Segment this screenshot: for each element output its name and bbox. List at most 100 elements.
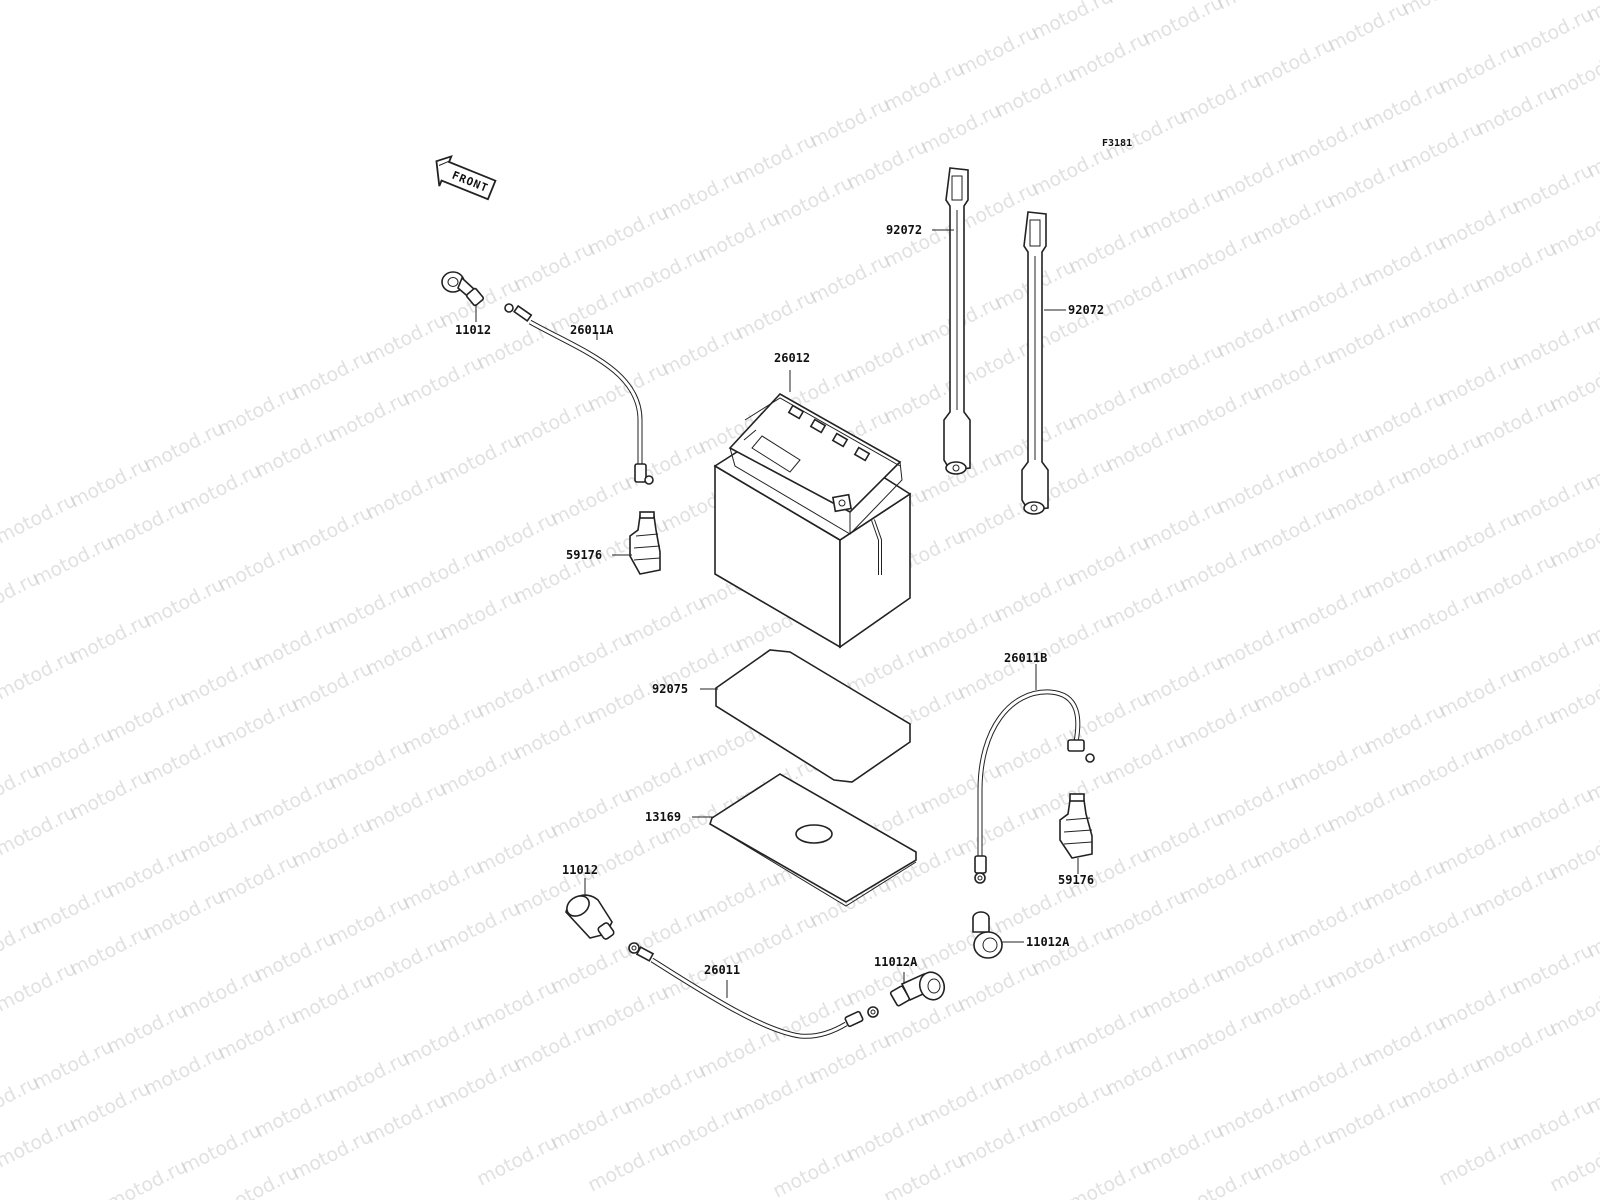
watermark-text: motod.ru bbox=[1287, 891, 1375, 950]
watermark-text: motod.ru bbox=[1435, 195, 1523, 254]
watermark-text: motod.ru bbox=[1361, 75, 1449, 134]
watermark-text: motod.ru bbox=[547, 939, 635, 998]
watermark-text: motod.ru bbox=[510, 705, 598, 764]
battery-band-2 bbox=[1021, 211, 1066, 515]
watermark-text: motod.ru bbox=[66, 453, 154, 512]
watermark-text: motod.ru bbox=[251, 771, 339, 830]
watermark-text: motod.ru bbox=[399, 855, 487, 914]
watermark-text: motod.ru bbox=[621, 243, 709, 302]
watermark-text: motod.ru bbox=[66, 609, 154, 668]
watermark-text: motod.ru bbox=[29, 1035, 117, 1094]
watermark-text: motod.ru bbox=[1361, 543, 1449, 602]
watermark-text: motod.ru bbox=[1361, 699, 1449, 758]
watermark-text: motod.ru bbox=[288, 1125, 376, 1184]
part-label-26011b: 26011B bbox=[1004, 651, 1047, 665]
watermark-text: motod.ru bbox=[584, 201, 672, 260]
watermark-text: motod.ru bbox=[1287, 735, 1375, 794]
watermark-text: motod.ru bbox=[732, 129, 820, 188]
watermark-text: motod.ru bbox=[29, 879, 117, 938]
watermark-text: motod.ru bbox=[1324, 0, 1412, 56]
part-label-92072-2: 92072 bbox=[1068, 303, 1104, 317]
watermark-text: motod.ru bbox=[1176, 225, 1264, 284]
battery-terminal-cover-top bbox=[441, 271, 485, 322]
watermark-text: motod.ru bbox=[1324, 465, 1412, 524]
watermark-text: motod.ru bbox=[1213, 615, 1301, 674]
watermark-text: motod.ru bbox=[177, 807, 265, 866]
watermark-text: motod.ru bbox=[362, 1089, 450, 1148]
watermark-text: motod.ru bbox=[1065, 999, 1153, 1058]
part-label-26011: 26011 bbox=[704, 963, 740, 977]
watermark-text: motod.ru bbox=[1398, 1053, 1486, 1112]
battery-cable-26011 bbox=[628, 942, 879, 1039]
watermark-text: motod.ru bbox=[954, 1113, 1042, 1172]
watermark-text: motod.ru bbox=[1139, 183, 1227, 242]
watermark-text: motod.ru bbox=[1398, 273, 1486, 332]
watermark-text: motod.ru bbox=[140, 573, 228, 632]
watermark-text: motod.ru bbox=[1398, 585, 1486, 644]
watermark-text: motod.ru bbox=[1546, 981, 1600, 1040]
watermark-text: motod.ru bbox=[1065, 531, 1153, 590]
watermark-text: motod.ru bbox=[29, 723, 117, 782]
battery-case-mat bbox=[692, 773, 917, 907]
watermark-text: motod.ru bbox=[1287, 267, 1375, 326]
watermark-text: motod.ru bbox=[1028, 1077, 1116, 1136]
watermark-text: motod.ru bbox=[917, 1071, 1005, 1130]
watermark-text: motod.ru bbox=[288, 657, 376, 716]
watermark-text: motod.ru bbox=[1139, 495, 1227, 554]
watermark-text: motod.ru bbox=[769, 1143, 857, 1200]
watermark-text: motod.ru bbox=[362, 777, 450, 836]
watermark-text: motod.ru bbox=[436, 429, 524, 488]
watermark-text: motod.ru bbox=[1213, 0, 1301, 14]
watermark-text: motod.ru bbox=[1287, 579, 1375, 638]
watermark-text: motod.ru bbox=[1472, 81, 1560, 140]
watermark-text: motod.ru bbox=[1102, 885, 1190, 944]
watermark-text: motod.ru bbox=[288, 813, 376, 872]
watermark-text: motod.ru bbox=[325, 735, 413, 794]
watermark-text: motod.ru bbox=[399, 1011, 487, 1070]
watermark-text: motod.ru bbox=[1065, 27, 1153, 86]
watermark-text: motod.ru bbox=[547, 627, 635, 686]
watermark-text: motod.ru bbox=[1435, 1131, 1523, 1190]
watermark-text: motod.ru bbox=[1139, 1119, 1227, 1178]
watermark-text: motod.ru bbox=[1250, 33, 1338, 92]
watermark-text: motod.ru bbox=[66, 765, 154, 824]
watermark-text: motod.ru bbox=[177, 651, 265, 710]
watermark-text: motod.ru bbox=[695, 1023, 783, 1082]
watermark-text: motod.ru bbox=[288, 345, 376, 404]
watermark-text: motod.ru bbox=[1213, 1083, 1301, 1142]
watermark-text: motod.ru bbox=[251, 927, 339, 986]
watermark-text: motod.ru bbox=[991, 723, 1079, 782]
watermark-text: motod.ru bbox=[991, 63, 1079, 122]
watermark-text: motod.ru bbox=[880, 993, 968, 1052]
watermark-text: motod.ru bbox=[436, 1053, 524, 1112]
watermark-text: motod.ru bbox=[436, 897, 524, 956]
watermark-text: motod.ru bbox=[769, 171, 857, 230]
watermark-text: motod.ru bbox=[1176, 1005, 1264, 1064]
watermark-text: motod.ru bbox=[1139, 0, 1227, 50]
watermark-text: motod.ru bbox=[325, 1047, 413, 1106]
watermark-text: motod.ru bbox=[1398, 897, 1486, 956]
watermark-text: motod.ru bbox=[214, 537, 302, 596]
watermark-text: motod.ru bbox=[288, 501, 376, 560]
watermark-text: motod.ru bbox=[1287, 111, 1375, 170]
watermark-text: motod.ru bbox=[177, 963, 265, 1022]
watermark-text: motod.ru bbox=[1398, 429, 1486, 488]
watermark-text: motod.ru bbox=[584, 981, 672, 1040]
watermark-text: motod.ru bbox=[1435, 351, 1523, 410]
watermark-text: motod.ru bbox=[362, 621, 450, 680]
watermark-text: motod.ru bbox=[695, 207, 783, 266]
watermark-text: motod.ru bbox=[843, 135, 931, 194]
part-label-26012: 26012 bbox=[774, 351, 810, 365]
watermark-text: motod.ru bbox=[362, 933, 450, 992]
watermark-text: motod.ru bbox=[1435, 975, 1523, 1034]
terminal-cover-bottom-left bbox=[565, 878, 615, 940]
watermark-text: motod.ru bbox=[214, 849, 302, 908]
watermark-text: motod.ru bbox=[1472, 237, 1560, 296]
part-label-26011a: 26011A bbox=[570, 323, 614, 337]
watermark-text: motod.ru bbox=[695, 867, 783, 926]
watermark-text: motod.ru bbox=[510, 393, 598, 452]
watermark-text: motod.ru bbox=[1287, 423, 1375, 482]
watermark-text: motod.ru bbox=[1361, 387, 1449, 446]
watermark-text: motod.ru bbox=[880, 57, 968, 116]
